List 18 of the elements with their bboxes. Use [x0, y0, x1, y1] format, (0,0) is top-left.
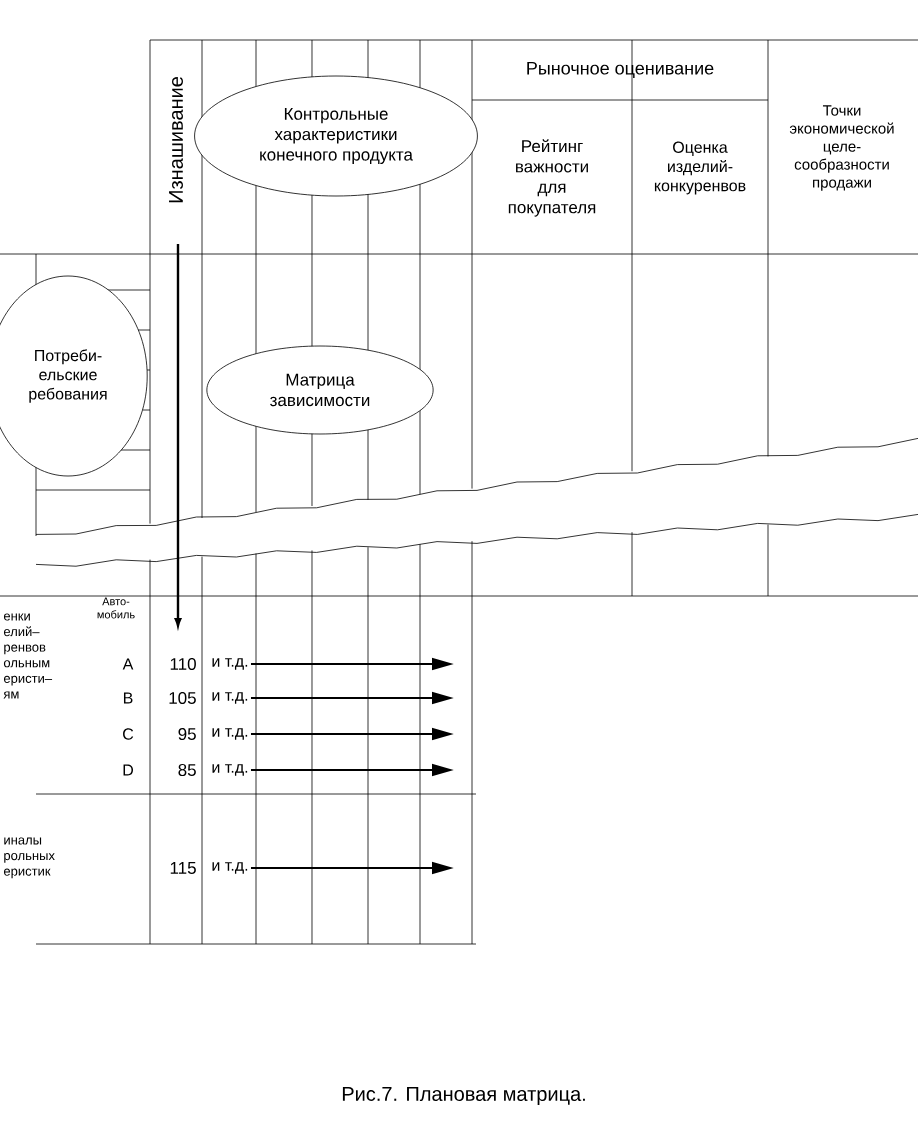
- table-value: 85: [178, 764, 196, 776]
- table-text: и т.д.: [212, 764, 248, 776]
- table-text: и т.д.: [212, 658, 248, 670]
- column-heading: Рыночное оценивание: [527, 62, 714, 78]
- table-text: D: [123, 764, 133, 776]
- table-value: 115: [170, 862, 196, 874]
- column-heading: Оценка изделий-конкуренвов: [654, 141, 746, 195]
- table-text: C: [123, 728, 134, 740]
- table-text: и т.д.: [212, 862, 248, 874]
- table-text: и т.д.: [212, 728, 248, 740]
- table-text: B: [124, 692, 133, 704]
- table-value: 110: [170, 658, 196, 670]
- column-heading: Рейтинг важности для покупателя: [508, 139, 596, 217]
- table-value: 95: [178, 728, 196, 740]
- table-text: и т.д.: [212, 692, 248, 704]
- table-text: A: [122, 658, 134, 670]
- caption: Рис.7. Плановая матрица.: [342, 1087, 585, 1105]
- table-value: 105: [169, 692, 196, 704]
